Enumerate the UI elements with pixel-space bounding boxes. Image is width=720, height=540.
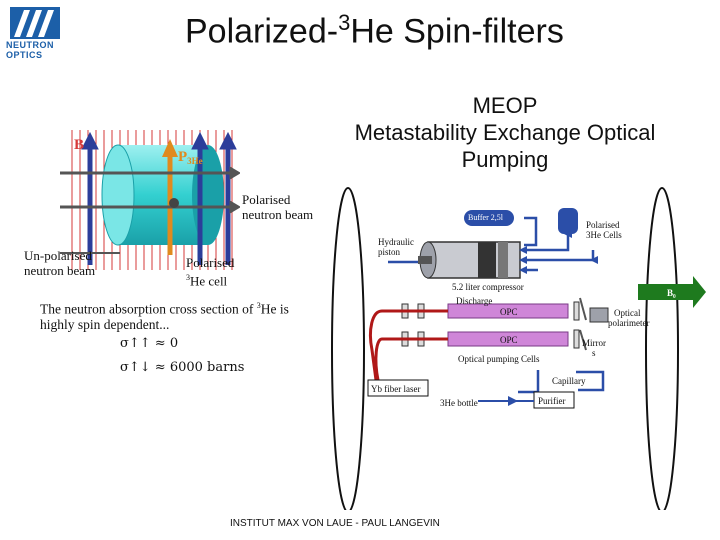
polarised-cells-label: Polarised 3He Cells [586,220,622,240]
piston-rod [418,256,432,264]
buffer-label: Buffer 2,5l [468,213,504,222]
hydraulic-line-1: Hydraulic [378,237,414,247]
laser-fibers [368,309,448,381]
mirrors-line-2: s [592,348,596,358]
compressor-label: 5.2 liter compressor [452,282,524,292]
unpolarised-line-1: Un-polarised [24,248,92,263]
polarimeter-line-2: polarimeter [608,318,650,328]
opc-2-label: OPC [500,335,518,345]
he-bottle-label: 3He bottle [440,398,478,408]
meop-line-3: Pumping [461,147,549,172]
title-sup: 3 [338,10,351,35]
cs-part-b: He is [260,301,289,317]
optical-polarimeter-label: Optical polarimeter [608,308,649,328]
neutron-optics-logo [10,7,60,39]
cross-section-text: The neutron absorption cross section of … [40,298,289,332]
title-suffix: He Spin-filters [350,12,564,51]
cs-part-a: The neutron absorption cross section of [40,301,257,317]
polarised-beam-label: Polarised neutron beam [242,192,313,222]
neutron-beam-arrows [60,166,240,214]
p-label-sub: 3He [187,156,203,166]
cell-line-1: Polarised [186,255,235,270]
purifier-label: Purifier [538,396,566,406]
b0-arrow-icon [638,276,706,308]
polarised-beam-line-1: Polarised [242,192,291,207]
optical-pumping-cells-label: Optical pumping Cells [458,354,540,364]
title-prefix: Polarized- [185,12,339,51]
meop-line-1: MEOP [472,93,538,118]
logo-text: NEUTRON OPTICS [6,40,54,60]
mirrors-line-1: Mirror [582,338,606,348]
p-label-main: P [178,149,187,165]
opc-1-label: OPC [500,307,518,317]
footer-institute: INSTITUT MAX VON LAUE - PAUL LANGEVIN [230,518,440,529]
hydraulic-line-2: piston [378,247,401,257]
hydraulic-piston-label: Hydraulic piston [378,237,414,257]
polarised-cells-line-2: 3He Cells [586,230,622,240]
cell-sup: 3 [186,273,190,282]
compressor-piston-2 [498,242,508,278]
coil-left [331,187,365,510]
cell-front-face [101,144,135,246]
discharge-label: Discharge [456,296,493,306]
mirrors-label: Mirror s [582,338,606,358]
polarimeter-line-1: Optical [614,308,641,318]
sigma-antiparallel: σ↑↓ ≈ 6000 barns [120,360,245,375]
meop-apparatus-diagram: B₀ Buffer 2,5l OPC OPC [331,187,706,510]
logo-line-1: NEUTRON [6,40,54,50]
buffer-vessel [464,210,514,226]
cross-section-line-2: highly spin dependent... [40,316,170,332]
cs-sup: 3 [256,301,261,310]
p-label: P3He [178,149,203,166]
unpolarised-line-2: neutron beam [24,263,96,278]
logo-line-2: OPTICS [6,50,43,60]
polarised-beam-line-2: neutron beam [242,207,314,222]
sigma-parallel: σ↑↑ ≈ 0 [120,336,179,351]
b-label: B [74,137,84,153]
capillary-label: Capillary [552,376,586,386]
yb-laser-box [367,379,429,397]
page-title: Polarized-3He Spin-filters [185,10,564,51]
yb-laser-label: Yb fiber laser [371,384,420,394]
polarised-cells-vessel [558,208,578,234]
spin-filter-illustration: B P3He [60,130,240,270]
meop-line-2: Metastability Exchange Optical [354,120,656,145]
optical-polarimeter-device [589,307,609,323]
he-atom-dot [169,198,179,208]
unpolarised-beam-label: Un-polarised neutron beam [24,248,95,278]
cell-line-2: 3He cell [186,270,234,288]
mirror-2 [579,329,587,351]
coil-right [645,187,679,510]
meop-heading: MEOP Metastability Exchange Optical Pump… [330,92,680,173]
valve-icons [519,230,598,274]
b0-label: B₀ [667,288,676,298]
compressor-piston [478,242,496,278]
cross-section-line-1: The neutron absorption cross section of … [40,298,289,317]
he-cell-label: Polarised 3He cell [186,255,234,288]
mirror-1 [579,297,587,321]
cell-line-2-text: He cell [190,273,228,289]
polarised-cells-line-1: Polarised [586,220,620,230]
